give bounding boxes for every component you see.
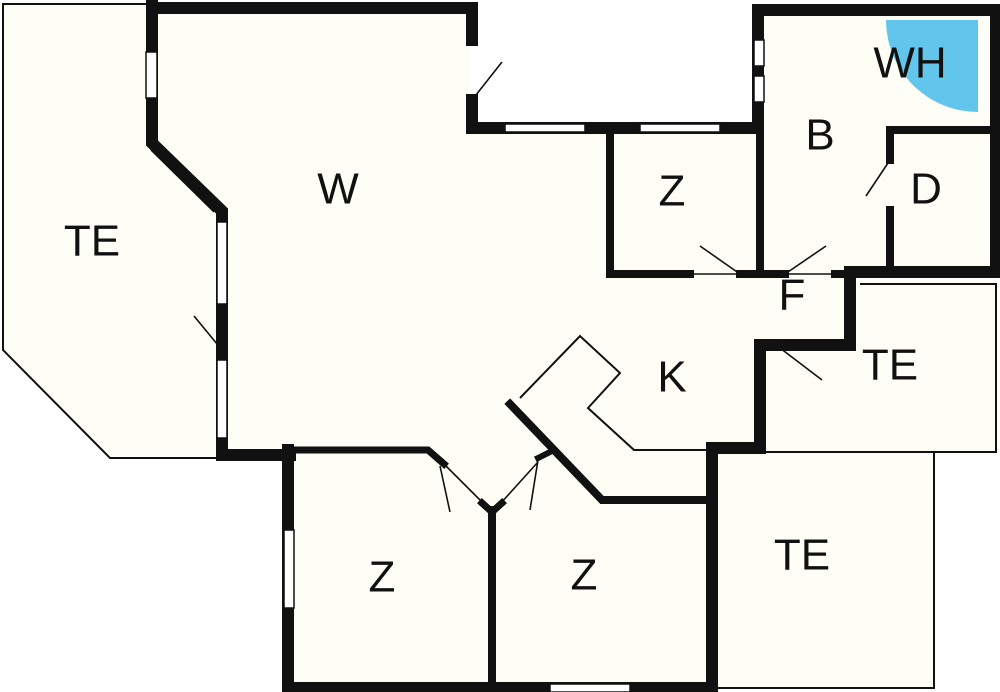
wall-bedroom-southwest-top: [286, 446, 449, 469]
kitchen-counter: [519, 334, 712, 451]
label-bathroom: B: [805, 111, 834, 160]
label-water-heater: WH: [873, 39, 946, 88]
window-west-top: [216, 221, 228, 305]
window-bath-a: [753, 39, 765, 67]
terrace-east-floor: [760, 282, 996, 452]
window-south: [549, 683, 631, 692]
window-bath-b: [753, 75, 765, 103]
door-bathroom: [784, 245, 827, 275]
label-terrace-east: TE: [862, 341, 918, 390]
window-southwest: [283, 529, 295, 609]
window-west-bottom: [216, 359, 228, 439]
wall-bedroom-south-door-jamb: [533, 447, 555, 463]
water-heater-symbol: [886, 20, 978, 112]
window-north-a: [504, 123, 586, 133]
window-north-b: [639, 123, 721, 133]
wall-door-post: [477, 498, 507, 517]
label-hall: F: [779, 271, 806, 320]
door-north: [471, 61, 503, 101]
label-shower: D: [910, 165, 942, 214]
terrace-southeast-floor: [712, 452, 934, 688]
door-bedroom-southwest: [439, 465, 451, 513]
doors: [193, 61, 891, 513]
room-labels: TE W Z B WH D F K TE Z Z TE: [64, 39, 947, 602]
window-west-terrace-top: [145, 51, 158, 99]
floor-areas: [3, 4, 996, 690]
door-shower: [865, 159, 891, 197]
label-terrace-west: TE: [64, 217, 120, 266]
wall-notch: [282, 4, 1000, 692]
terrace-west-floor: [3, 4, 222, 455]
door-bedroom-south-leaf: [499, 461, 539, 505]
label-room-southwest: Z: [369, 553, 396, 602]
door-terrace-east: [779, 347, 823, 381]
door-room-center: [699, 245, 741, 275]
terrace-southeast-outline: [712, 451, 935, 689]
label-kitchen: K: [657, 353, 686, 402]
door-bedroom-southwest-leaf: [443, 463, 485, 505]
label-room-center: Z: [659, 167, 686, 216]
main-floor: [155, 10, 855, 690]
label-living: W: [317, 165, 359, 214]
label-terrace-southeast: TE: [774, 531, 830, 580]
label-room-south: Z: [571, 551, 598, 600]
wall-bedroom-south-top: [504, 398, 716, 504]
terrace-outlines: [2, 3, 997, 689]
window-diagonal-outer: [156, 143, 221, 207]
walls: [146, 0, 1000, 692]
wall-room-center: [606, 126, 694, 278]
terrace-west-outline: [2, 3, 222, 459]
door-west-terrace: [193, 315, 223, 351]
wall-north: [146, 2, 478, 46]
window-diagonal-inner: [150, 149, 215, 213]
windows: [145, 39, 765, 692]
door-bedroom-south: [529, 459, 539, 511]
